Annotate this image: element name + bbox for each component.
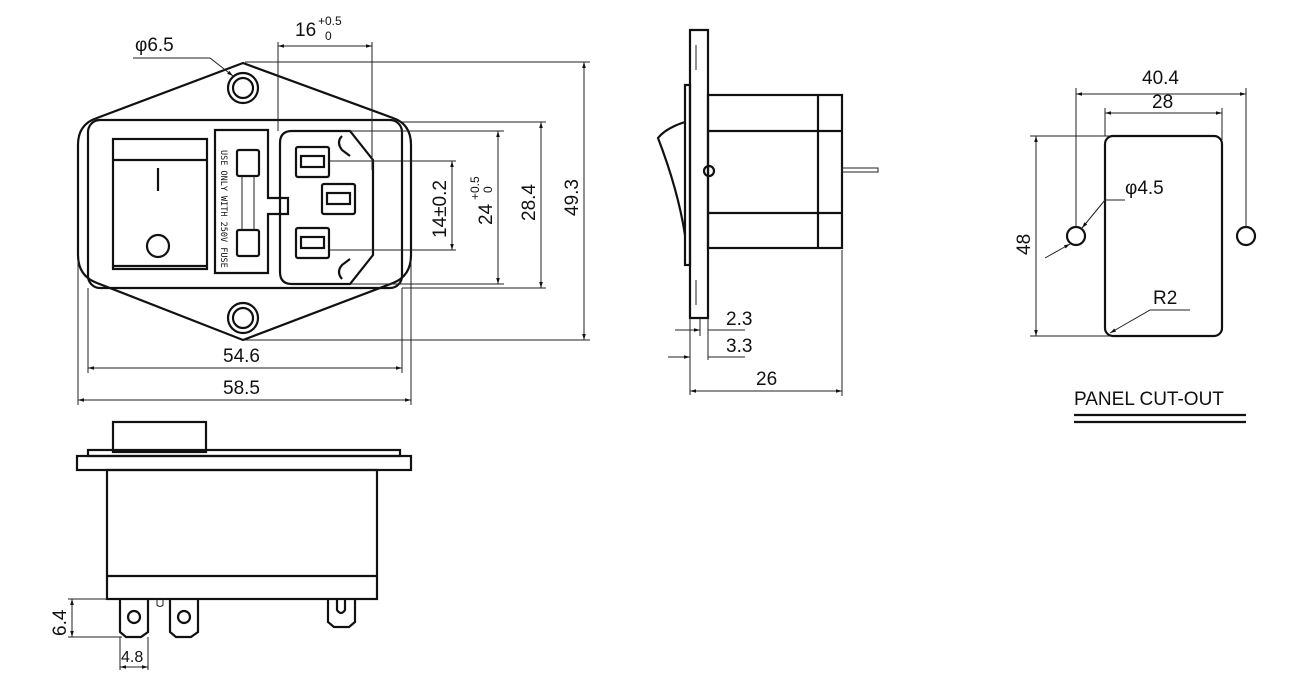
rocker-switch — [111, 137, 209, 271]
dimension-pin-spacing: 14±0.2 — [329, 160, 456, 251]
dimension-inner-height: 28.4 — [402, 121, 546, 289]
dim-label: 58.5 — [223, 378, 260, 399]
terminal-3 — [326, 599, 357, 629]
rocker-top — [111, 420, 208, 454]
fuse-holder: USE ONLY WITH 250V FUSE — [213, 128, 290, 275]
terminal-2 — [168, 599, 200, 639]
bottom-view: 6.4 4.8 — [50, 420, 413, 670]
right-hole — [1235, 225, 1257, 247]
dimension-hole-diameter: φ4.5 — [1044, 178, 1164, 259]
dimension-socket-height: 24 +0.5 0 — [350, 130, 504, 285]
left-hole — [1065, 225, 1087, 247]
body-profile — [706, 93, 844, 250]
dim-tolerance-upper: +0.5 — [468, 176, 482, 200]
dimension-flange-thickness: 2.3 — [675, 309, 752, 395]
bezel-profile — [683, 83, 692, 267]
dim-label: 14±0.2 — [430, 180, 451, 238]
dimension-hole-spacing: 40.4 — [1075, 68, 1247, 227]
dimension-inner-width: 54.6 — [87, 288, 403, 373]
dim-tolerance-lower: 0 — [481, 186, 495, 193]
dim-label: 24 — [476, 203, 497, 225]
dimension-overall-height: 49.3 — [245, 61, 590, 341]
bezel — [86, 118, 404, 290]
dimension-socket-width: 16 +0.5 0 — [277, 14, 373, 170]
cutout-title: PANEL CUT-OUT — [1074, 389, 1224, 410]
rocker-profile — [656, 120, 687, 236]
body-bottom — [105, 468, 379, 601]
panel-cutout: 40.4 28 48 φ4.5 R2 PANEL CUT-OUT — [1014, 68, 1257, 424]
dim-label: φ4.5 — [1125, 178, 1164, 199]
mounting-flange-outline — [76, 61, 413, 342]
dim-label: 4.8 — [121, 649, 143, 666]
dim-label: 2.3 — [726, 309, 752, 330]
dim-label: 54.6 — [223, 346, 260, 367]
dimension-hole-diameter: φ6.5 — [133, 35, 234, 77]
iec-inlet-socket — [278, 129, 375, 286]
dimension-overall-width: 58.5 — [77, 260, 412, 405]
bottom-mounting-hole — [226, 301, 260, 335]
dim-label: R2 — [1153, 288, 1177, 309]
dimension-corner-radius: R2 — [1109, 288, 1190, 334]
flange-bottom — [75, 454, 413, 472]
dimension-depth: 26 — [690, 250, 843, 396]
dim-label: 28.4 — [519, 184, 540, 221]
top-mounting-hole — [226, 71, 260, 105]
dimension-terminal-width: 4.8 — [119, 637, 149, 670]
off-mark-icon — [145, 233, 171, 259]
dimension-bezel-thickness: 3.3 — [668, 336, 752, 359]
dim-label: 16 — [295, 20, 316, 41]
terminal-1 — [118, 599, 150, 639]
dim-tolerance-lower: 0 — [325, 29, 332, 43]
dim-label: φ6.5 — [135, 35, 174, 56]
dimension-cutout-height: 48 — [1014, 135, 1110, 337]
dim-label: 48 — [1014, 234, 1035, 255]
terminal-pin — [841, 167, 879, 173]
front-view: USE ONLY WITH 250V FUSE φ6.5 16 +0.5 0 4… — [76, 14, 590, 405]
dim-label: 40.4 — [1142, 68, 1179, 89]
dim-label: 26 — [756, 369, 777, 390]
cutout-rectangle — [1103, 134, 1224, 338]
dim-label: 49.3 — [562, 179, 583, 216]
side-view: 2.3 3.3 26 — [656, 28, 879, 396]
dimension-terminal-length: 6.4 — [50, 598, 122, 638]
dim-label: 3.3 — [726, 336, 752, 357]
dimension-cutout-width: 28 — [1104, 92, 1223, 140]
dim-tolerance-upper: +0.5 — [318, 14, 342, 28]
fuse-label: USE ONLY WITH 250V FUSE — [218, 150, 228, 268]
dim-label: 28 — [1152, 92, 1173, 113]
small-tab — [156, 599, 164, 607]
dim-label: 6.4 — [50, 609, 71, 636]
